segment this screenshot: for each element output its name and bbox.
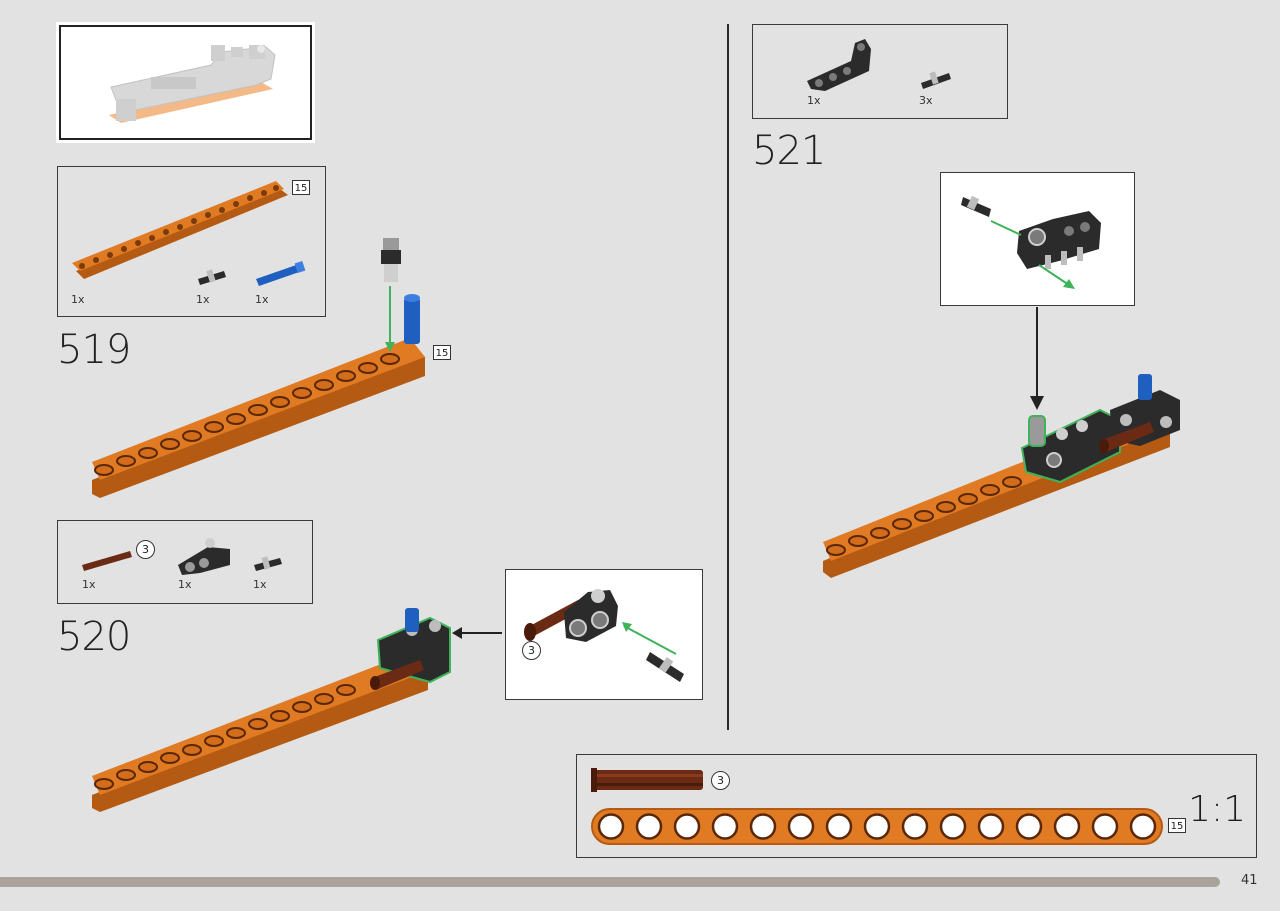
step-519-part-qty: 1x bbox=[196, 293, 210, 306]
beam-hole bbox=[825, 813, 853, 840]
orange-liftarm-icon bbox=[72, 181, 288, 279]
step-519-parts-image bbox=[72, 181, 306, 286]
scale-reference-box: 3 15 1:1 bbox=[576, 754, 1257, 858]
black-pin-falling bbox=[381, 238, 401, 282]
page-divider bbox=[727, 24, 729, 730]
step-520-part-qty: 1x bbox=[82, 578, 96, 591]
step-521-subassembly-callout bbox=[940, 172, 1135, 306]
step-521-parts-image bbox=[807, 39, 951, 91]
scale-axle-image bbox=[591, 768, 703, 792]
page-number: 41 bbox=[1241, 873, 1258, 888]
overview-model-image bbox=[109, 45, 276, 123]
beam-hole bbox=[1053, 813, 1081, 840]
beam-hole bbox=[1129, 813, 1157, 840]
step-520-parts-image bbox=[82, 538, 282, 575]
scale-label: 1:1 bbox=[1188, 789, 1246, 830]
step-519-part-qty: 1x bbox=[255, 293, 269, 306]
overview-thumbnail bbox=[56, 22, 315, 143]
step-519-length-badge: 15 bbox=[433, 345, 451, 360]
beam-hole bbox=[597, 813, 625, 840]
step-520-part-qty: 1x bbox=[178, 578, 192, 591]
beam-hole bbox=[673, 813, 701, 840]
step-521-part-qty: 3x bbox=[919, 94, 933, 107]
step-521-parts-callout: 1x 3x bbox=[752, 24, 1008, 119]
step-520-part-qty: 1x bbox=[253, 578, 267, 591]
beam-hole bbox=[787, 813, 815, 840]
step-520-number: 520 bbox=[57, 614, 131, 660]
step-520-subassembly-callout: 3 bbox=[505, 569, 703, 700]
beam-hole bbox=[977, 813, 1005, 840]
step-519-part-length: 15 bbox=[292, 180, 310, 195]
step-519-parts-callout: 1x 1x 1x 15 bbox=[57, 166, 326, 317]
footer-bar bbox=[0, 877, 1220, 887]
step-519-number: 519 bbox=[57, 327, 131, 373]
step-520-subassembly-image bbox=[524, 589, 684, 682]
step-521-part-qty: 1x bbox=[807, 94, 821, 107]
blue-pin-assembled bbox=[404, 294, 420, 344]
step-520-part-length: 3 bbox=[136, 540, 155, 559]
beam-hole bbox=[635, 813, 663, 840]
beam-hole bbox=[749, 813, 777, 840]
beam-hole bbox=[1091, 813, 1119, 840]
scale-beam-length: 15 bbox=[1168, 818, 1186, 833]
beam-hole bbox=[901, 813, 929, 840]
scale-axle-length: 3 bbox=[711, 771, 730, 790]
scale-beam-image bbox=[591, 808, 1163, 845]
beam-hole bbox=[711, 813, 739, 840]
step-519-part-qty: 1x bbox=[71, 293, 85, 306]
blue-pin-icon bbox=[256, 261, 306, 286]
black-pin-icon bbox=[198, 269, 226, 285]
beam-hole bbox=[939, 813, 967, 840]
beam-hole bbox=[1015, 813, 1043, 840]
beam-hole bbox=[863, 813, 891, 840]
step-520-parts-callout: 3 1x 1x 1x bbox=[57, 520, 313, 604]
step-521-number: 521 bbox=[752, 128, 826, 174]
step-520-subassembly-length: 3 bbox=[522, 641, 541, 660]
step-521-subassembly-image bbox=[961, 195, 1101, 289]
